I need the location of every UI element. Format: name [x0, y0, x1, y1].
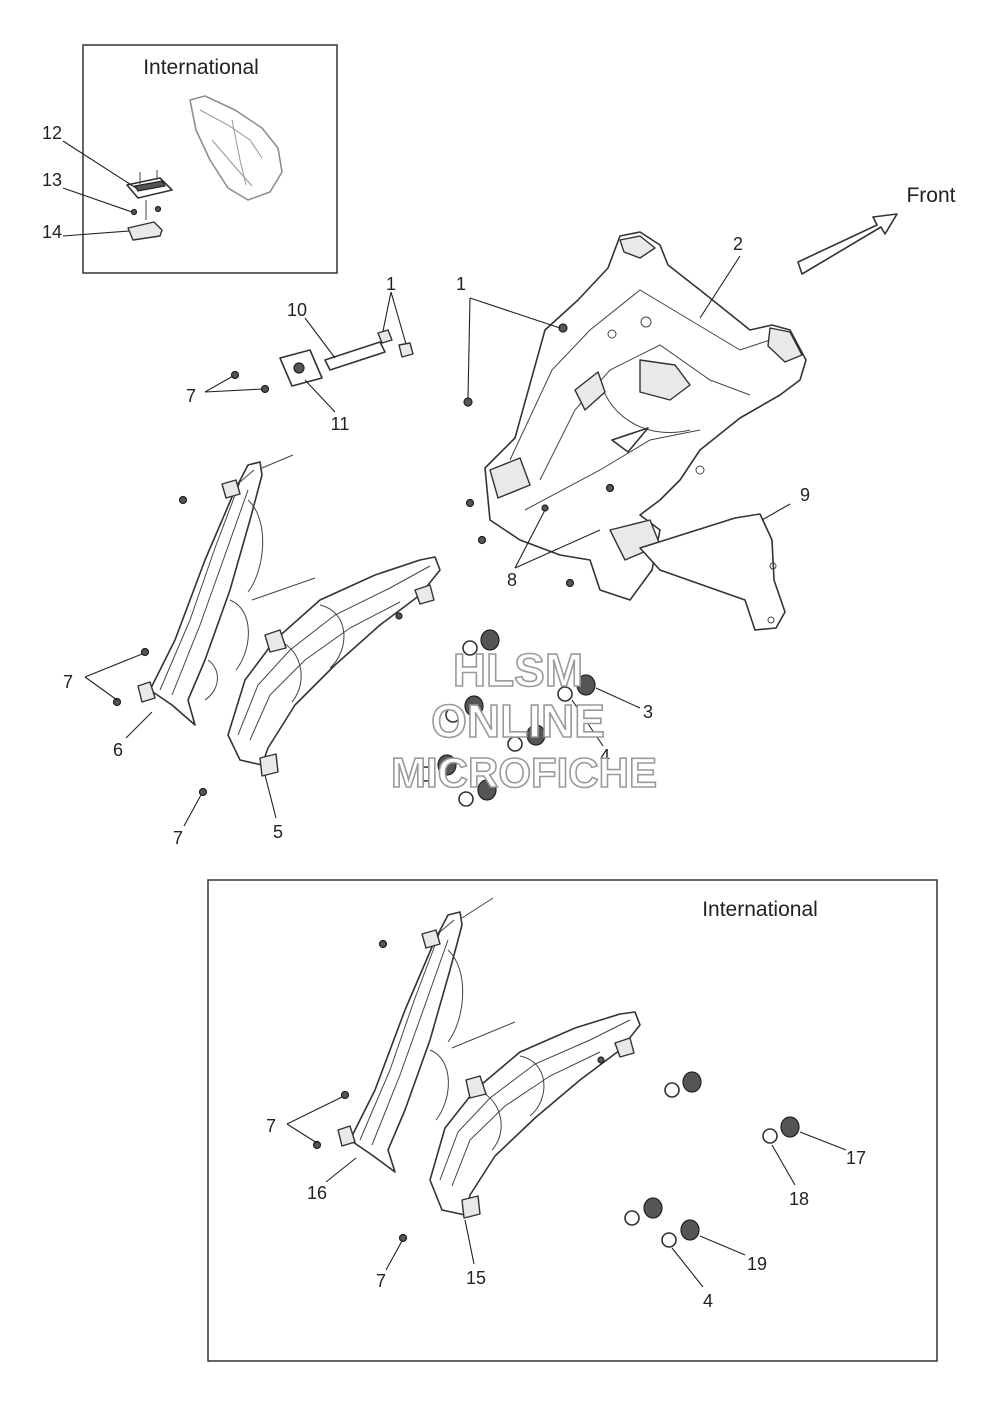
callout-7a: 7 [186, 386, 196, 406]
callout-1a: 1 [386, 274, 396, 294]
callout-10: 10 [287, 300, 307, 320]
callout-9: 9 [800, 485, 810, 505]
socket-a [462, 629, 500, 656]
callout-7b: 7 [63, 672, 73, 692]
callout-6: 6 [113, 740, 123, 760]
callout-16: 16 [307, 1183, 327, 1203]
socket-f [458, 779, 497, 807]
socket-e [418, 754, 457, 782]
callout-17: 17 [846, 1148, 866, 1168]
socket-c [445, 695, 484, 723]
inset-bottom-international: International [207, 879, 938, 1362]
socket-h [762, 1116, 800, 1144]
callout-15: 15 [466, 1268, 486, 1288]
front-label: Front [906, 184, 955, 207]
socket-g [664, 1071, 702, 1098]
socket-b [557, 674, 596, 702]
socket-d [507, 724, 546, 752]
callout-12: 12 [42, 123, 62, 143]
taillight-right [198, 556, 441, 797]
license-bracket-outline [189, 95, 283, 201]
callout-7c: 7 [173, 828, 183, 848]
watermark-line1: HLSM [453, 644, 583, 696]
watermark-line3: MICROFICHE [391, 749, 657, 796]
socket-j [661, 1219, 700, 1248]
taillight-left [112, 454, 316, 726]
front-direction-arrow: Front [797, 184, 956, 275]
inset-top-title: International [143, 56, 259, 79]
bulb-socket-cluster-bottom [624, 1071, 800, 1248]
callout-14: 14 [42, 222, 62, 242]
callout-4b: 4 [703, 1291, 713, 1311]
callout-5: 5 [273, 822, 283, 842]
socket-i [624, 1197, 663, 1226]
rear-frame-mount [463, 231, 807, 631]
inset-bottom-title: International [702, 898, 818, 921]
license-plate-light [126, 170, 173, 241]
callout-3: 3 [643, 702, 653, 722]
reflector-bracket [230, 329, 414, 394]
taillight-right-international [398, 1011, 641, 1243]
watermark: HLSM ONLINE MICROFICHE [390, 643, 658, 797]
watermark-line2: ONLINE [431, 695, 605, 747]
callout-4a: 4 [600, 746, 610, 766]
callout-18: 18 [789, 1189, 809, 1209]
callout-2: 2 [733, 234, 743, 254]
callout-8: 8 [507, 570, 517, 590]
callout-1b: 1 [456, 274, 466, 294]
taillight-left-international [312, 897, 516, 1173]
callout-11: 11 [331, 414, 350, 434]
callout-7d: 7 [266, 1116, 276, 1136]
callout-7e: 7 [376, 1271, 386, 1291]
bulb-socket-cluster-top [418, 629, 596, 807]
callout-13: 13 [42, 170, 62, 190]
callout-19: 19 [747, 1254, 767, 1274]
inset-top-international: International 12 13 14 [42, 44, 338, 274]
